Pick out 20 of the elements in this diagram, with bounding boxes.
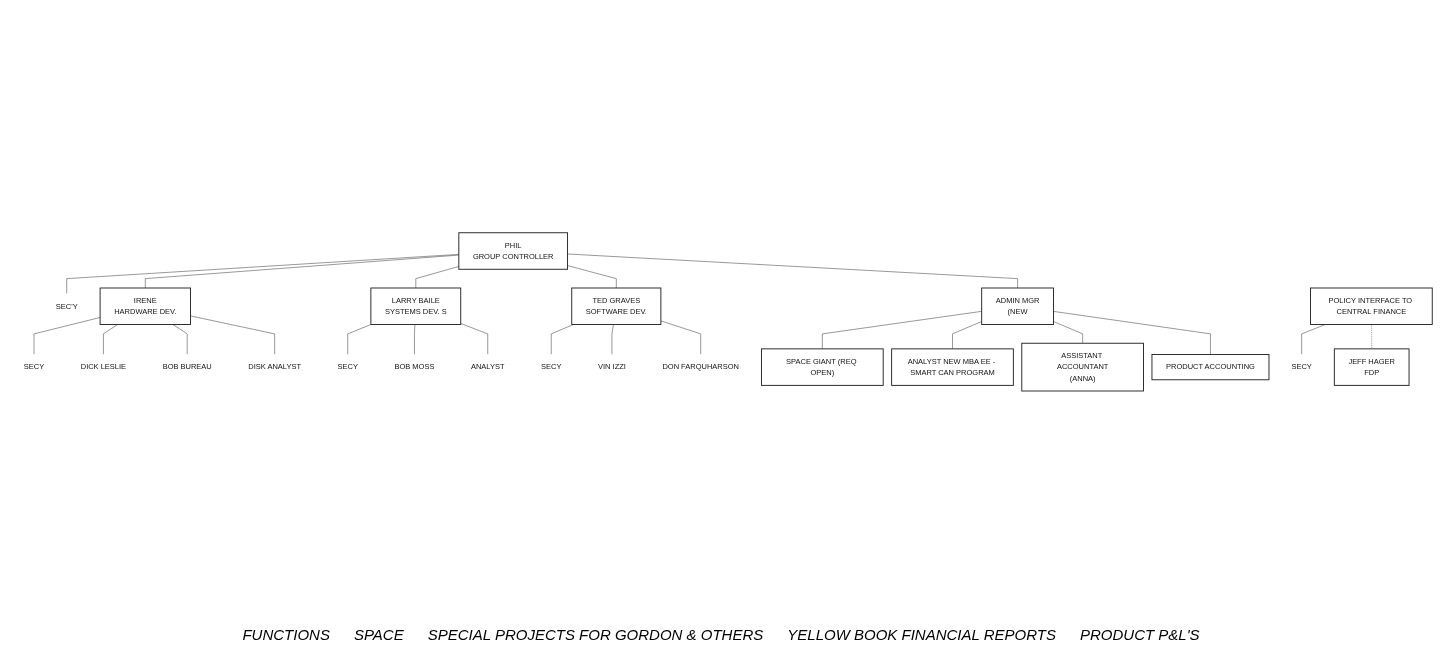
connector	[1053, 321, 1083, 344]
note-text: SPACE	[353, 626, 404, 643]
connector	[145, 254, 460, 289]
connector	[103, 324, 118, 355]
connector	[611, 324, 614, 355]
connector	[414, 324, 416, 355]
connector	[567, 265, 617, 289]
connector	[33, 317, 101, 355]
note-text: SPECIAL PROJECTS FOR GORDON & OTHERS	[427, 626, 764, 643]
note-text: PRODUCT P&L'S	[1080, 626, 1200, 643]
connector	[952, 321, 982, 350]
connector	[567, 253, 1018, 289]
connector	[66, 254, 460, 294]
connector	[172, 324, 188, 355]
note-text: FUNCTIONS	[242, 626, 330, 643]
connector	[190, 315, 275, 355]
connector	[415, 266, 460, 289]
connector	[1053, 311, 1211, 355]
connector	[822, 311, 982, 350]
note-text: YELLOW BOOK FINANCIAL REPORTS	[787, 626, 1056, 643]
